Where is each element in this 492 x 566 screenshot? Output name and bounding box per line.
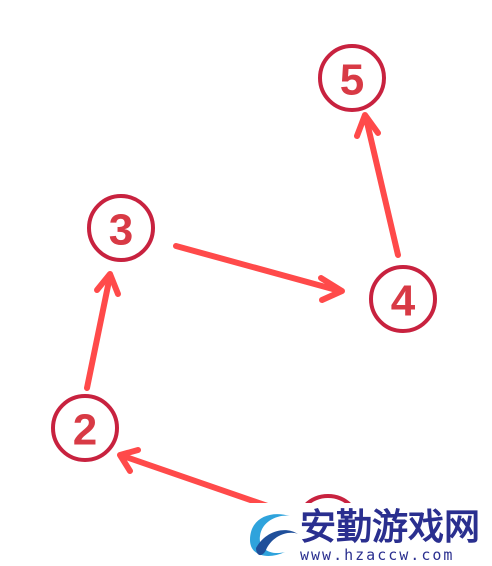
node-5: 5 <box>318 44 386 112</box>
watermark: 安勤游戏网 www.hzaccw.com <box>238 503 492 566</box>
arrow-3-to-4 <box>173 243 345 303</box>
node-4: 4 <box>369 265 437 333</box>
node-3: 3 <box>87 194 155 262</box>
watermark-title: 安勤游戏网 <box>300 507 480 548</box>
node-3-label: 3 <box>109 206 133 255</box>
edges <box>84 112 401 515</box>
node-5-label: 5 <box>340 56 364 105</box>
node-2: 2 <box>51 394 119 462</box>
arrow-4-to-5 <box>354 112 401 258</box>
watermark-url: www.hzaccw.com <box>300 546 454 564</box>
node-4-label: 4 <box>391 277 416 326</box>
nodes: 1 2 3 4 5 <box>51 44 437 562</box>
swoosh-logo-icon <box>250 514 298 556</box>
arrow-2-to-3 <box>84 271 121 391</box>
node-2-label: 2 <box>73 406 97 455</box>
arrow-1-to-2 <box>117 447 288 515</box>
